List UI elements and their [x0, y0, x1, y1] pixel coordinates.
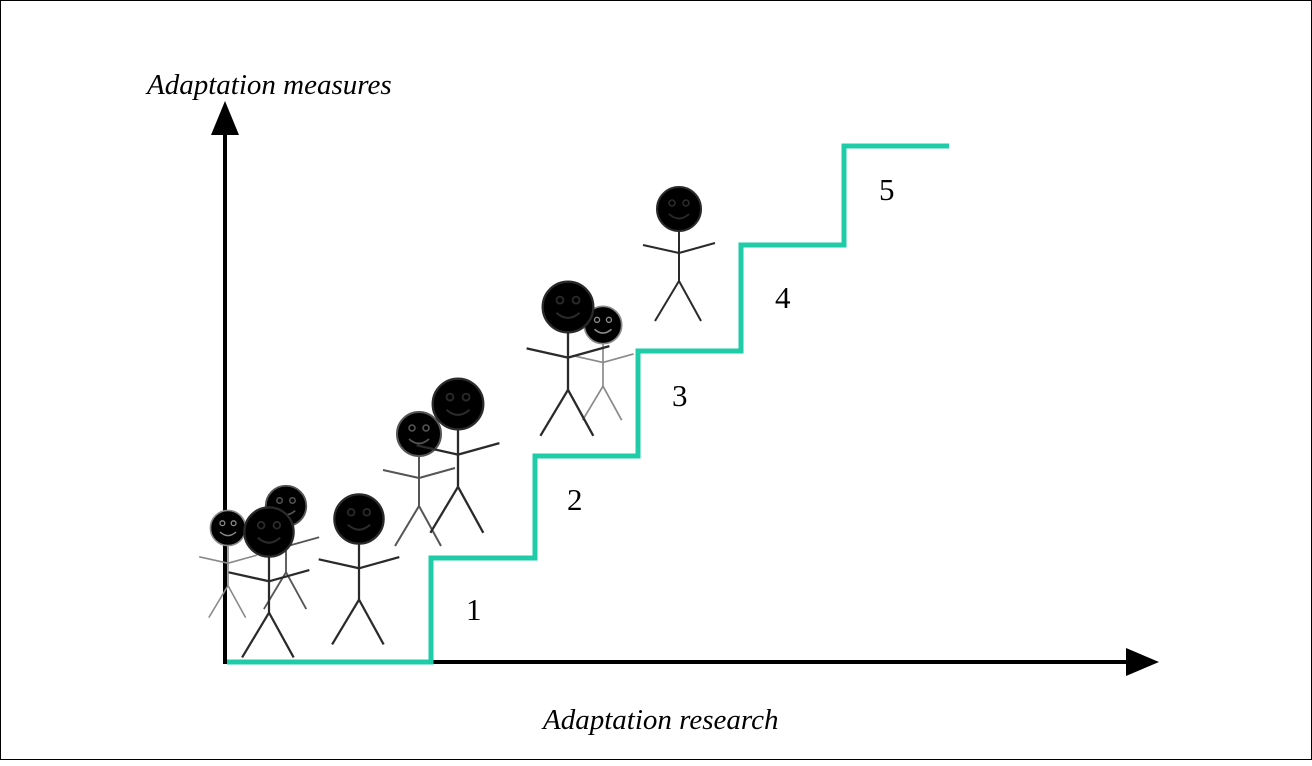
- step-label-1: 1: [466, 592, 482, 627]
- x-axis-arrowhead: [1126, 648, 1159, 676]
- x-axis-label: Adaptation research: [541, 704, 778, 736]
- stick-figure: [525, 280, 611, 437]
- stick-figure: [382, 411, 456, 547]
- stick-figure: [415, 377, 501, 534]
- stick-figure: [317, 493, 401, 646]
- step-labels: 1 2 3 4 5: [466, 172, 895, 627]
- adaptation-staircase: [227, 143, 949, 665]
- y-axis-arrowhead: [211, 101, 239, 135]
- step-label-3: 3: [672, 378, 688, 413]
- step-label-4: 4: [775, 280, 791, 315]
- step-label-5: 5: [879, 172, 895, 207]
- step-label-2: 2: [567, 482, 583, 517]
- y-axis-label: Adaptation measures: [145, 69, 392, 101]
- stick-figure: [642, 186, 716, 322]
